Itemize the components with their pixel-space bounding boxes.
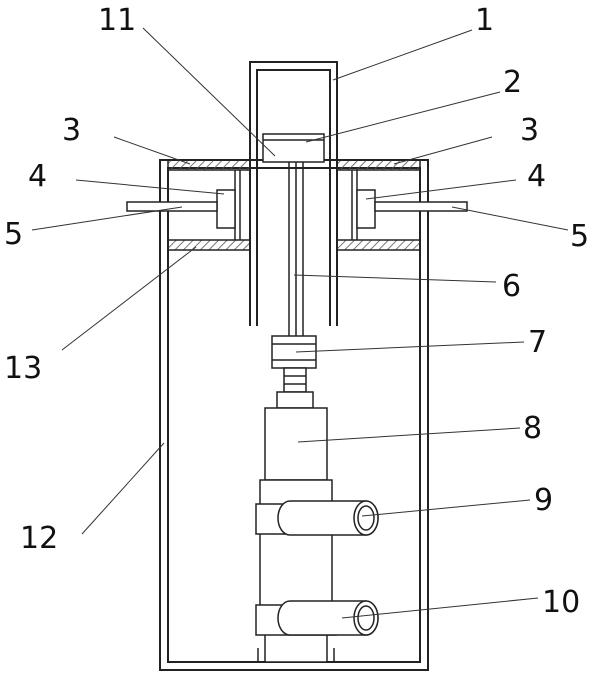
label-3-right: 3 — [520, 113, 539, 148]
label-1: 1 — [475, 3, 494, 38]
label-9: 9 — [534, 483, 553, 518]
label-4-right: 4 — [527, 159, 546, 194]
top-cap — [249, 61, 338, 326]
piston-head — [262, 133, 325, 163]
label-11: 11 — [98, 3, 136, 38]
label-2: 2 — [503, 65, 522, 100]
label-4-left: 4 — [28, 159, 47, 194]
label-3-left: 3 — [62, 113, 81, 148]
label-10: 10 — [542, 585, 580, 620]
label-12: 12 — [20, 521, 58, 556]
handle-right — [374, 201, 468, 212]
label-13: 13 — [4, 351, 42, 386]
lower-pipe — [255, 600, 379, 636]
label-8: 8 — [523, 411, 542, 446]
handle-left — [126, 201, 218, 212]
upper-pipe — [255, 500, 379, 536]
label-5-right: 5 — [570, 219, 589, 254]
partition-right — [336, 239, 421, 251]
label-6: 6 — [502, 269, 521, 304]
slider-block-left — [216, 189, 236, 229]
slider-block-right — [356, 189, 376, 229]
top-plate-right — [336, 159, 421, 171]
label-7: 7 — [528, 325, 547, 360]
label-5-left: 5 — [4, 217, 23, 252]
partition-left — [167, 239, 251, 251]
piston-rod — [288, 162, 304, 336]
connector-neck — [276, 367, 314, 409]
coupling-nut — [271, 335, 317, 369]
top-plate-left — [167, 159, 251, 171]
leader-lines — [31, 27, 569, 619]
